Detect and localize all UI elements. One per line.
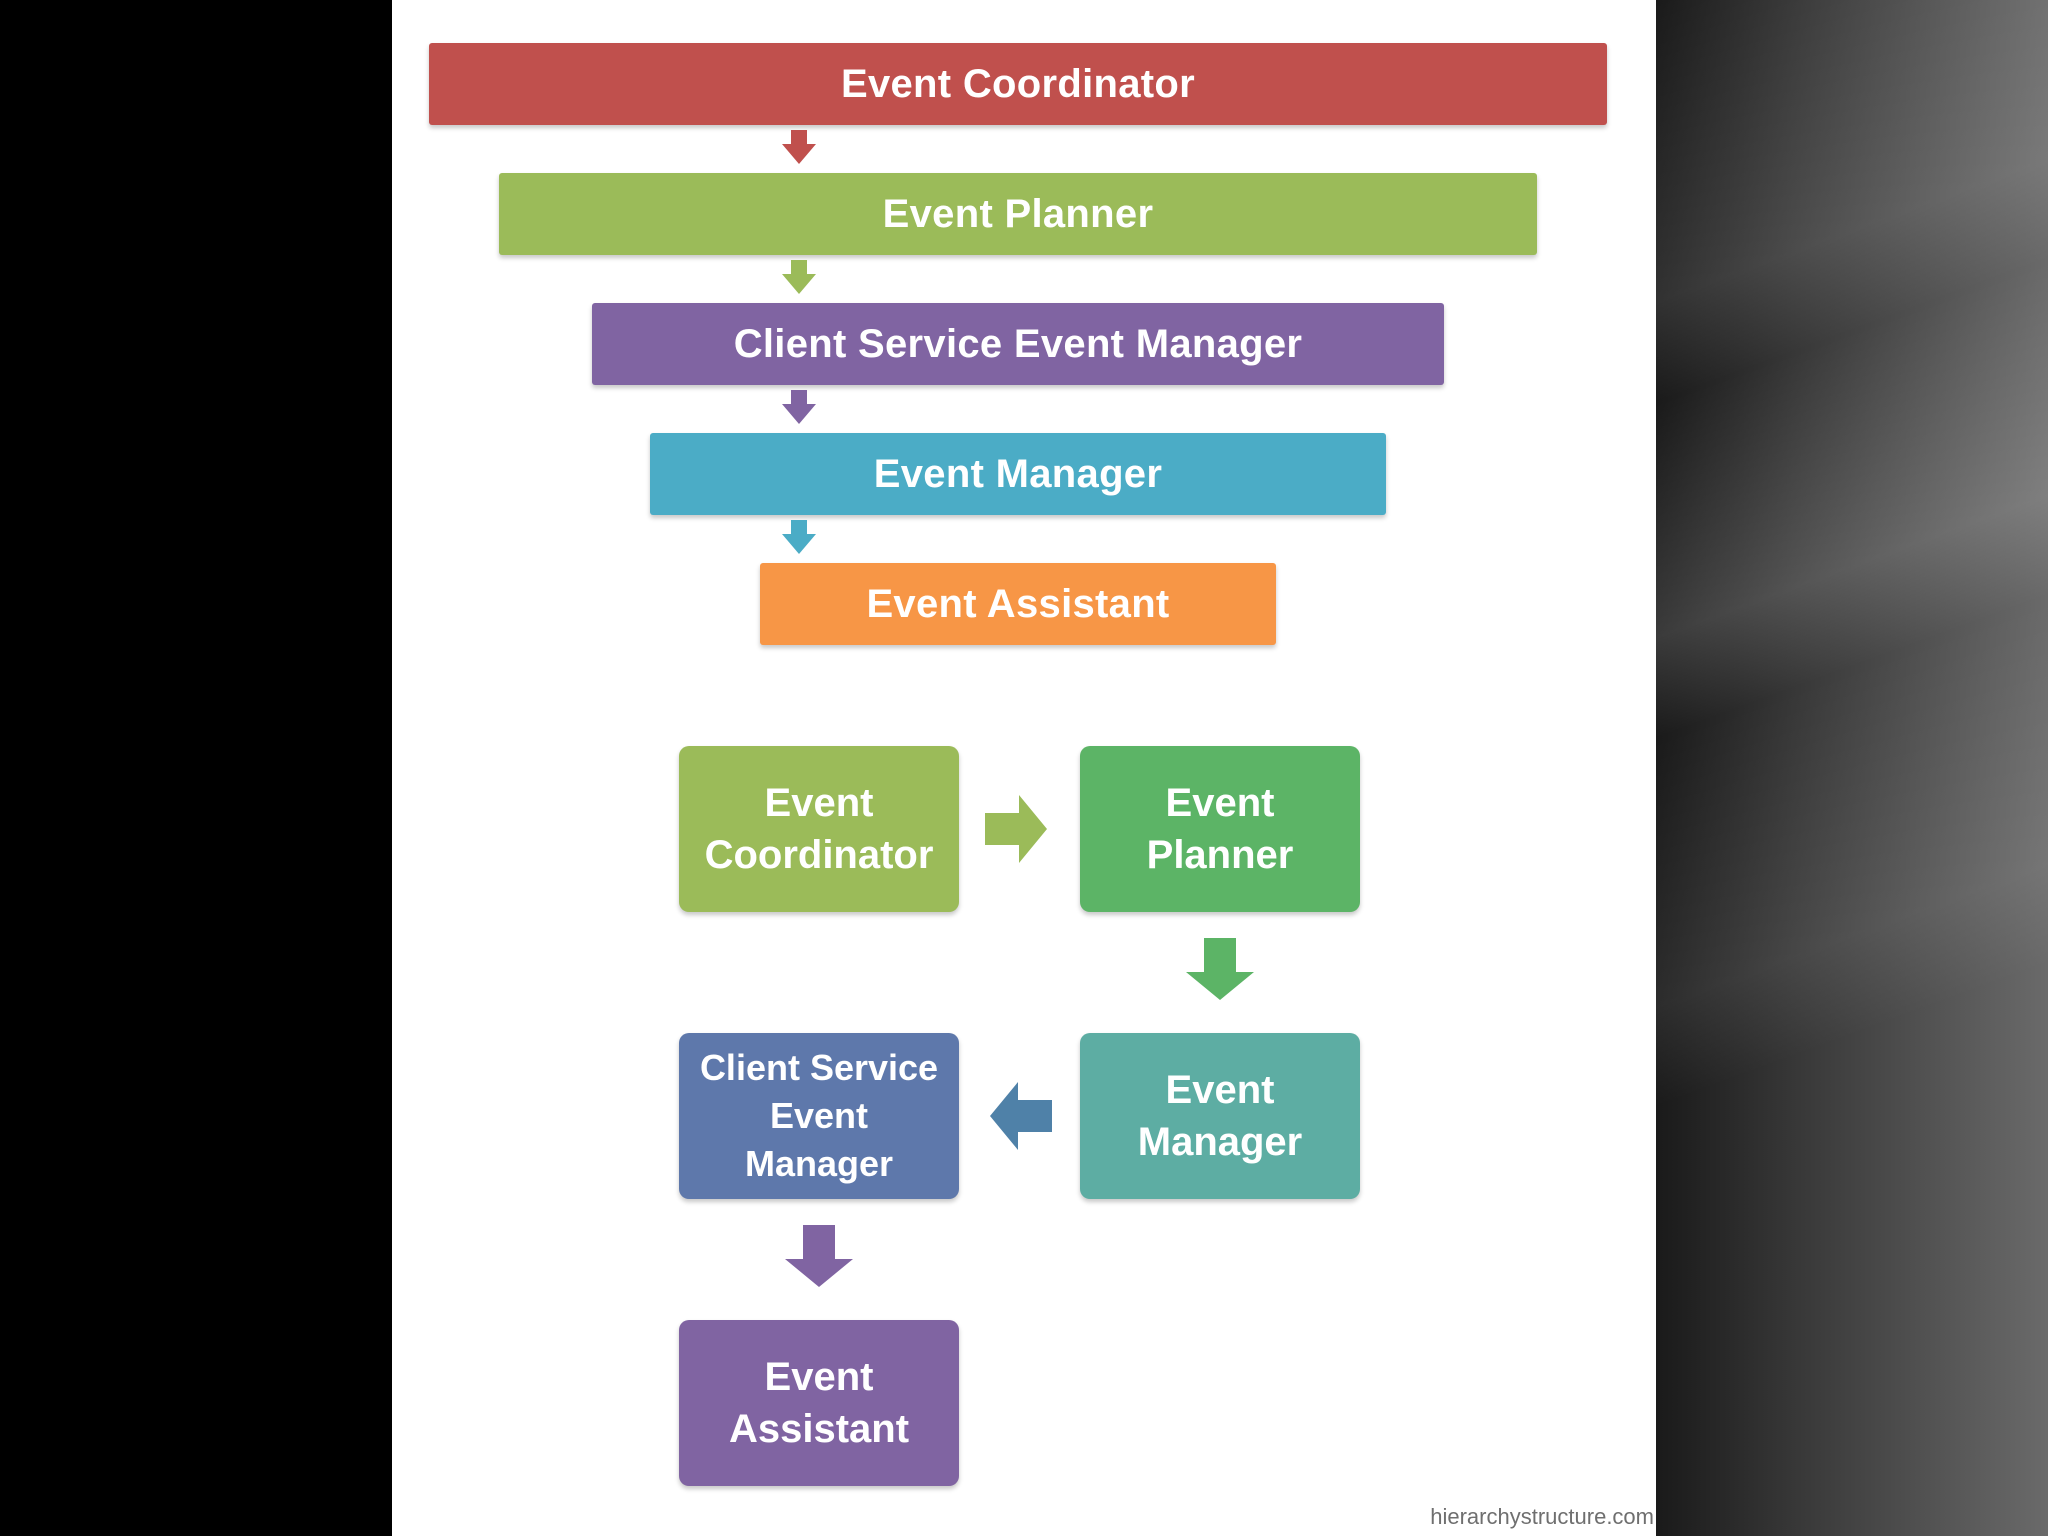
right-background-band: [1656, 0, 2048, 1536]
arrow-down-icon: [785, 1225, 853, 1287]
arrow-down-icon: [1186, 938, 1254, 1000]
arrow-down-icon: [782, 520, 816, 554]
hierarchy-level-event-assistant: Event Assistant: [760, 563, 1276, 645]
left-background-band: [0, 0, 392, 1536]
hierarchy-level-label: Event Manager: [873, 451, 1163, 496]
flow-step-label: Event Planner: [1146, 781, 1294, 877]
arrow-left-icon: [990, 1082, 1052, 1150]
flow-step-event-planner: Event Planner: [1080, 746, 1360, 912]
flow-step-label: Event Manager: [1137, 1068, 1303, 1164]
hierarchy-level-label: Event Assistant: [866, 581, 1170, 626]
watermark: hierarchystructure.com: [1430, 1504, 1654, 1529]
hierarchy-level-event-planner: Event Planner: [499, 173, 1537, 255]
flow-step-label: Client Service Event Manager: [699, 1047, 939, 1184]
flow-step-label: Event Coordinator: [704, 781, 934, 877]
hierarchy-level-event-manager: Event Manager: [650, 433, 1386, 515]
hierarchy-level-label: Event Planner: [882, 191, 1154, 236]
flow-step-label: Event Assistant: [728, 1355, 910, 1451]
flow-step-event-coordinator: Event Coordinator: [679, 746, 959, 912]
slide: Event Coordinator Event Planner Client S…: [392, 0, 1656, 1536]
flow-step-client-service-event-manager: Client Service Event Manager: [679, 1033, 959, 1199]
hierarchy-level-event-coordinator: Event Coordinator: [429, 43, 1607, 125]
arrow-down-icon: [782, 390, 816, 424]
arrow-down-icon: [782, 130, 816, 164]
flow-step-event-assistant: Event Assistant: [679, 1320, 959, 1486]
hierarchy-level-label: Client Service Event Manager: [733, 321, 1303, 366]
arrow-down-icon: [782, 260, 816, 294]
flow-step-event-manager: Event Manager: [1080, 1033, 1360, 1199]
hierarchy-level-label: Event Coordinator: [840, 61, 1195, 106]
hierarchy-level-client-service-event-manager: Client Service Event Manager: [592, 303, 1444, 385]
arrow-right-icon: [985, 795, 1047, 863]
